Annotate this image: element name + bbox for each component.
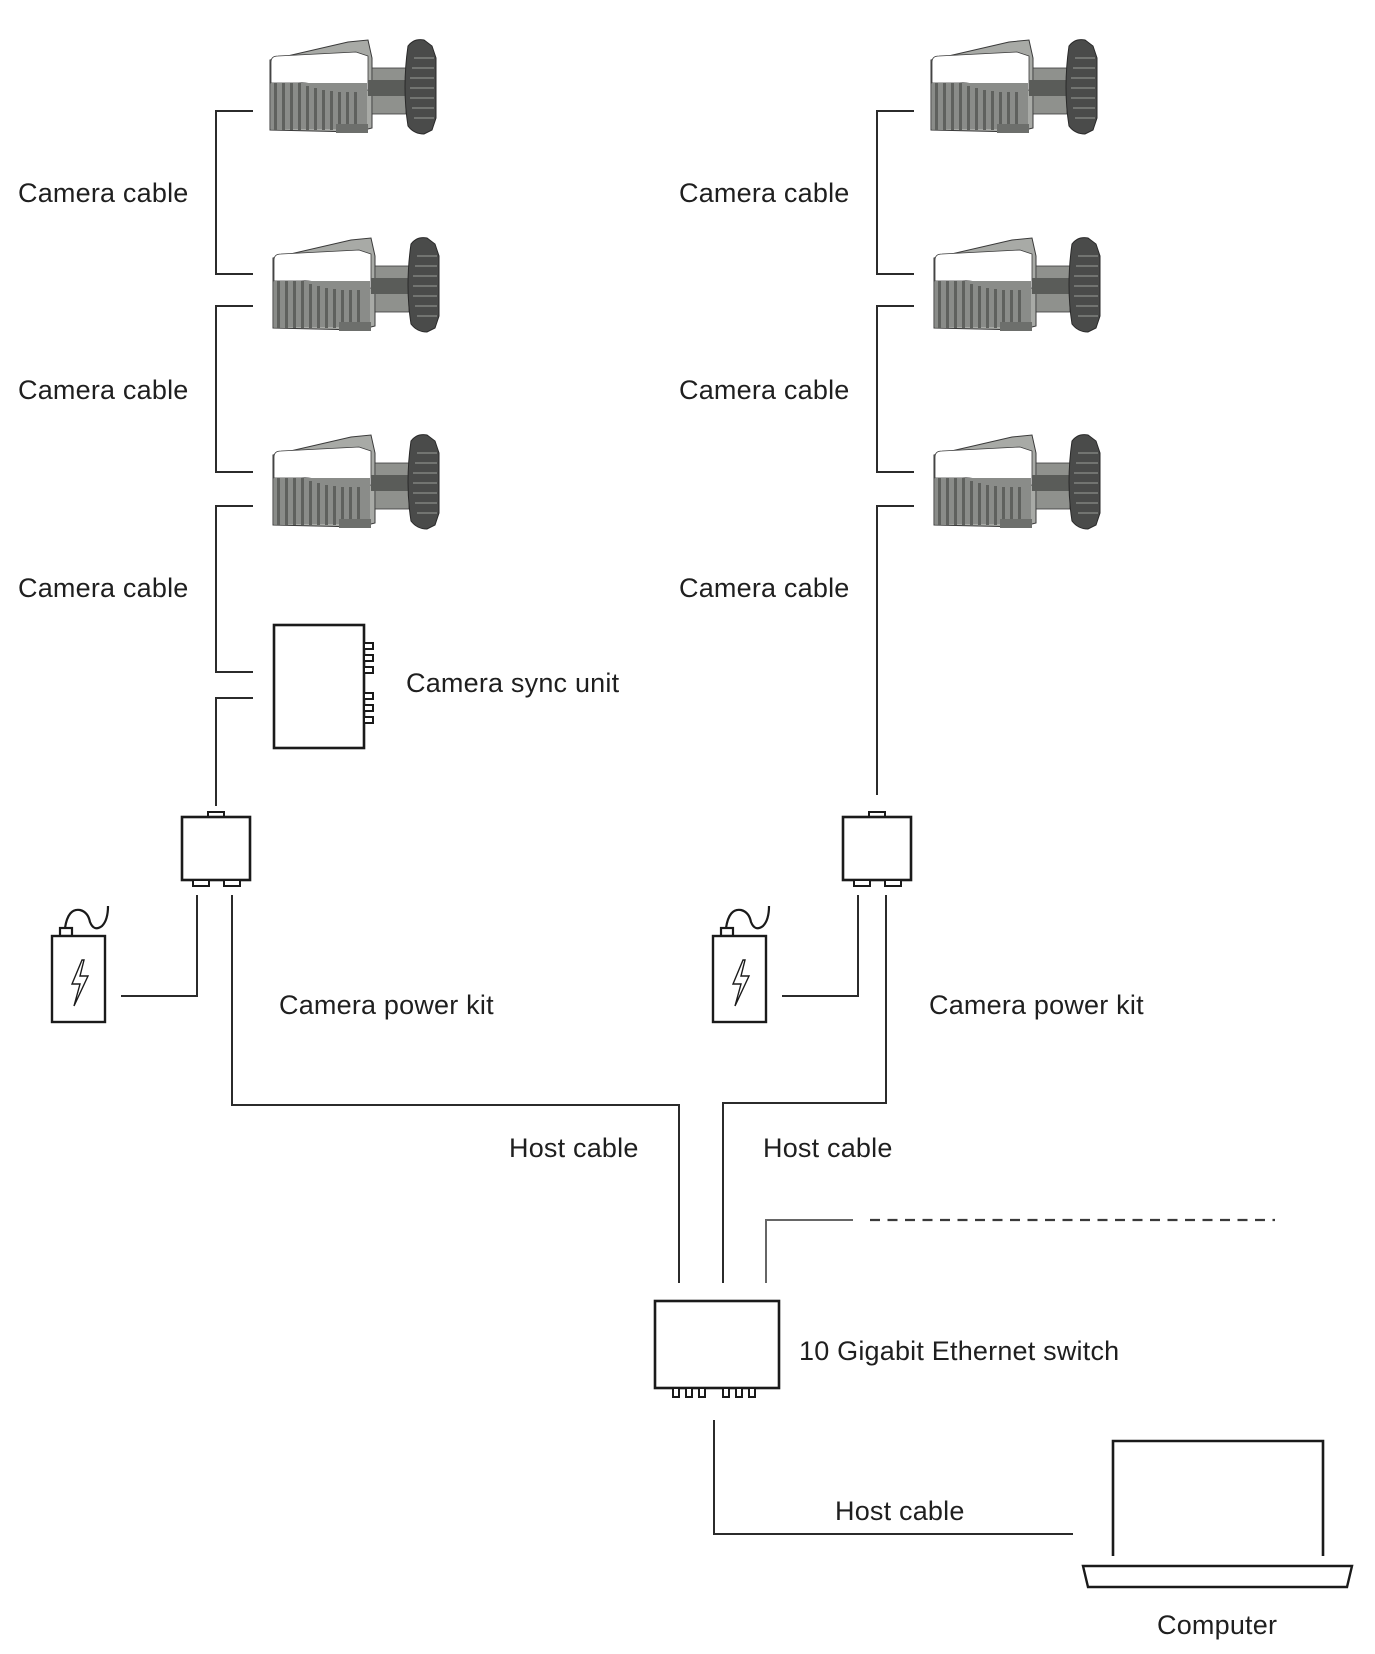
host-cable-line (722, 895, 887, 1283)
sync-cable-line (215, 697, 253, 806)
camera-cable-label: Camera cable (679, 375, 850, 405)
camera-cable-label: Camera cable (18, 178, 189, 208)
camera-icon (933, 433, 1101, 530)
laptop-icon (1081, 1439, 1354, 1589)
host-cable-label: Host cable (763, 1133, 893, 1163)
sync-unit-icon (272, 623, 374, 750)
host-cable-label: Host cable (835, 1496, 965, 1526)
camera-icon (933, 236, 1101, 333)
camera-cable-label: Camera cable (679, 178, 850, 208)
host-cable-label: Host cable (509, 1133, 639, 1163)
power-supply-icon (180, 810, 252, 888)
ethernet-switch-icon (653, 1299, 781, 1398)
power-kit-label: Camera power kit (929, 990, 1144, 1020)
camera-cable-line (215, 505, 253, 673)
sync-unit-label: Camera sync unit (406, 668, 620, 698)
power-cable-line (121, 895, 198, 997)
computer-label: Computer (1157, 1610, 1278, 1640)
camera-cable-line (215, 110, 253, 275)
battery-icon (50, 904, 110, 1024)
camera-cable-line (876, 305, 914, 473)
battery-icon (711, 904, 771, 1024)
right-chain (711, 38, 1101, 1283)
camera-icon (272, 433, 440, 530)
camera-cable-line (876, 110, 914, 275)
host-cable-line (713, 1420, 1073, 1535)
camera-icon (930, 38, 1098, 135)
left-chain (50, 38, 680, 1283)
camera-icon (272, 236, 440, 333)
camera-cable-label: Camera cable (679, 573, 850, 603)
host-cable-line (231, 895, 680, 1283)
power-supply-icon (841, 810, 913, 888)
camera-cable-line (876, 505, 914, 795)
power-kit-label: Camera power kit (279, 990, 494, 1020)
additional-cable-line (765, 1219, 853, 1283)
camera-cable-label: Camera cable (18, 375, 189, 405)
camera-cable-line (215, 305, 253, 473)
switch-label: 10 Gigabit Ethernet switch (799, 1336, 1120, 1366)
power-cable-line (782, 895, 859, 997)
camera-icon (269, 38, 437, 135)
camera-cable-label: Camera cable (18, 573, 189, 603)
